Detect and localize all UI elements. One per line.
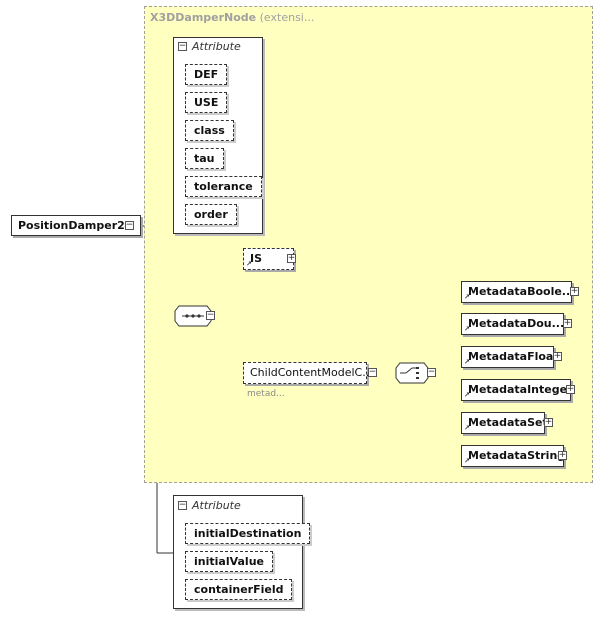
reference-arrow-icon: ↗ — [464, 424, 470, 432]
attribute-tau[interactable]: tau — [185, 148, 224, 169]
element-label: MetadataString — [468, 449, 566, 462]
expand-icon[interactable]: + — [563, 318, 572, 328]
extension-name: X3DDamperNode — [150, 11, 257, 24]
expand-icon[interactable]: + — [544, 417, 553, 427]
group-collapse-icon[interactable]: − — [368, 367, 377, 377]
attribute-class[interactable]: class — [185, 120, 234, 141]
root-collapse-icon[interactable]: − — [125, 220, 134, 230]
attribute-initial-value[interactable]: initialValue — [185, 551, 273, 572]
extension-suffix: (extensi... — [256, 11, 315, 24]
reference-arrow-icon: ↗ — [464, 457, 470, 465]
attribute-header: Attribute — [192, 40, 241, 53]
group-caption: metad... — [247, 389, 285, 399]
sequence-collapse-icon[interactable]: − — [206, 310, 215, 320]
attribute-order[interactable]: order — [185, 204, 237, 225]
metadata-double-element[interactable]: MetadataDou... ↗ — [461, 313, 564, 335]
root-element-label: PositionDamper2D — [18, 219, 134, 232]
is-element-label: IS — [250, 252, 263, 265]
expand-icon[interactable]: + — [553, 351, 562, 361]
attribute-def[interactable]: DEF — [185, 64, 228, 85]
group-label: ChildContentModelC... — [250, 366, 373, 379]
is-expand-icon[interactable]: + — [287, 253, 296, 263]
reference-arrow-icon: ↗ — [246, 260, 252, 268]
expand-icon[interactable]: + — [566, 384, 575, 394]
child-content-model-group[interactable]: ChildContentModelC... — [243, 362, 373, 384]
metadata-boolean-element[interactable]: MetadataBoole... ↗ — [461, 281, 575, 303]
metadata-float-element[interactable]: MetadataFloat ↗ — [461, 346, 559, 368]
attribute-use[interactable]: USE — [185, 92, 228, 113]
expand-icon[interactable]: + — [570, 286, 579, 296]
attribute-container-field[interactable]: containerField — [185, 579, 293, 600]
reference-arrow-icon: ↗ — [464, 358, 470, 366]
choice-collapse-icon[interactable]: − — [427, 367, 436, 377]
element-label: MetadataSet — [468, 416, 548, 429]
reference-arrow-icon: ↗ — [464, 391, 470, 399]
attribute-collapse-icon[interactable]: − — [178, 500, 187, 510]
metadata-integer-element[interactable]: MetadataInteger ↗ — [461, 379, 573, 401]
reference-arrow-icon: ↗ — [464, 293, 470, 301]
attribute-collapse-icon[interactable]: − — [178, 41, 187, 51]
expand-icon[interactable]: + — [558, 450, 567, 460]
element-label: MetadataFloat — [468, 350, 559, 363]
attribute-tolerance[interactable]: tolerance — [185, 176, 262, 197]
reference-arrow-icon: ↗ — [464, 325, 470, 333]
element-label: MetadataDou... — [468, 317, 565, 330]
sequence-compositor-icon[interactable] — [173, 305, 219, 327]
attribute-initial-destination[interactable]: initialDestination — [185, 523, 311, 544]
metadata-string-element[interactable]: MetadataString ↗ — [461, 445, 566, 467]
choice-compositor-icon[interactable] — [394, 362, 440, 384]
element-label: MetadataBoole... — [468, 285, 575, 298]
metadata-set-element[interactable]: MetadataSet ↗ — [461, 412, 548, 434]
attribute-header: Attribute — [192, 499, 241, 512]
element-label: MetadataInteger — [468, 383, 573, 396]
extension-title: X3DDamperNode (extensi... — [150, 11, 314, 24]
root-element[interactable]: PositionDamper2D — [11, 215, 141, 236]
